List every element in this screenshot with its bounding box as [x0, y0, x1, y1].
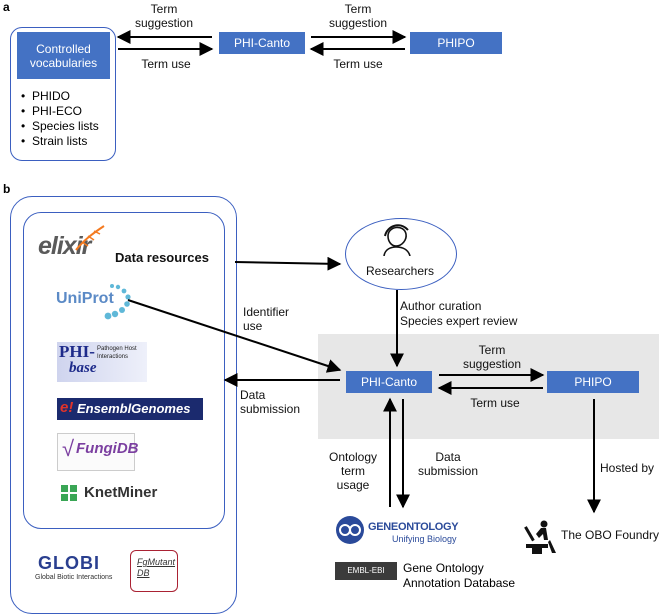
- obo-foundry-label: The OBO Foundry: [561, 528, 660, 542]
- globi-logo: GLOBI: [38, 553, 100, 573]
- fungidb-v-icon: √: [62, 436, 75, 461]
- emblebi-logo: EMBL-EBI: [335, 562, 397, 580]
- phibase-sub: base: [69, 360, 97, 376]
- panel-b-letter: b: [3, 182, 11, 196]
- term-use-label-a-left: Term use: [141, 57, 191, 71]
- elixir-helix-icon: [75, 225, 105, 251]
- geneontology-subtitle: Unifying Biology: [392, 534, 457, 544]
- arrow-resources-to-researchers: [234, 256, 342, 271]
- term-suggestion-label-a-right: Term suggestion: [328, 2, 388, 30]
- term-use-label-a-right: Term use: [333, 57, 383, 71]
- ensembl-logo: EnsemblGenomes: [57, 398, 203, 420]
- author-curation-label: Author curation: [400, 299, 482, 313]
- vocab-item: PHIDO: [21, 89, 114, 104]
- vocab-list: PHIDO PHI-ECO Species lists Strain lists: [21, 89, 114, 149]
- phibase-title: PHI-: [59, 342, 95, 361]
- obo-foundry-icon: [524, 520, 556, 554]
- data-resources-title: Data resources: [115, 250, 209, 265]
- researcher-icon: [383, 224, 411, 256]
- data-submission-left-label: Data submission: [240, 388, 301, 416]
- ensembl-e-icon: e!: [60, 399, 74, 416]
- elixir-logo: elixir: [38, 232, 91, 260]
- globi-subtitle: Global Biotic Interactions: [35, 574, 113, 581]
- uniprot-logo: UniProt: [56, 290, 114, 307]
- vocab-item: PHI-ECO: [21, 104, 114, 119]
- researchers-label: Researchers: [365, 264, 435, 278]
- term-suggestion-label-b: Term suggestion: [462, 343, 522, 371]
- controlled-vocab-box: Controlled vocabularies: [17, 32, 110, 79]
- phi-canto-box-a: PHI-Canto: [219, 32, 305, 54]
- fungidb-title: FungiDB: [76, 440, 139, 457]
- fungidb-logo: √ FungiDB: [57, 433, 139, 471]
- identifier-use-label: Identifier use: [243, 305, 290, 333]
- phi-canto-box-b: PHI-Canto: [346, 371, 432, 393]
- fgmutant-title: FgMutant DB: [137, 557, 176, 578]
- geneontology-logo: GENEONTOLOGY: [368, 521, 459, 533]
- goa-label: Gene Ontology Annotation Database: [403, 561, 516, 590]
- data-submission-down-label: Data submission: [417, 450, 479, 478]
- panel-a-letter: a: [3, 0, 10, 14]
- vocab-item: Strain lists: [21, 134, 114, 149]
- knetminer-icon: [61, 485, 77, 501]
- ontology-term-usage-label: Ontology term usage: [328, 450, 378, 492]
- phipo-box-a: PHIPO: [410, 32, 502, 54]
- vocab-item: Species lists: [21, 119, 114, 134]
- term-suggestion-label-a-left: Term suggestion: [134, 2, 194, 30]
- fgmutant-logo: FgMutant DB: [130, 550, 178, 592]
- species-expert-label: Species expert review: [400, 314, 518, 328]
- arrow-uniprot-to-canto: [127, 299, 342, 373]
- uniprot-dots-icon: [104, 284, 131, 320]
- phibase-logo: PHI- base Pathogen Host Interactions: [57, 342, 147, 382]
- geneontology-icon: [336, 516, 364, 544]
- term-use-label-b: Term use: [470, 396, 520, 410]
- phibase-tagline: Pathogen Host Interactions: [97, 346, 137, 360]
- hosted-by-label: Hosted by: [600, 461, 655, 475]
- knetminer-logo: KnetMiner: [84, 484, 158, 501]
- researchers-ellipse: [345, 218, 457, 290]
- phipo-box-b: PHIPO: [547, 371, 639, 393]
